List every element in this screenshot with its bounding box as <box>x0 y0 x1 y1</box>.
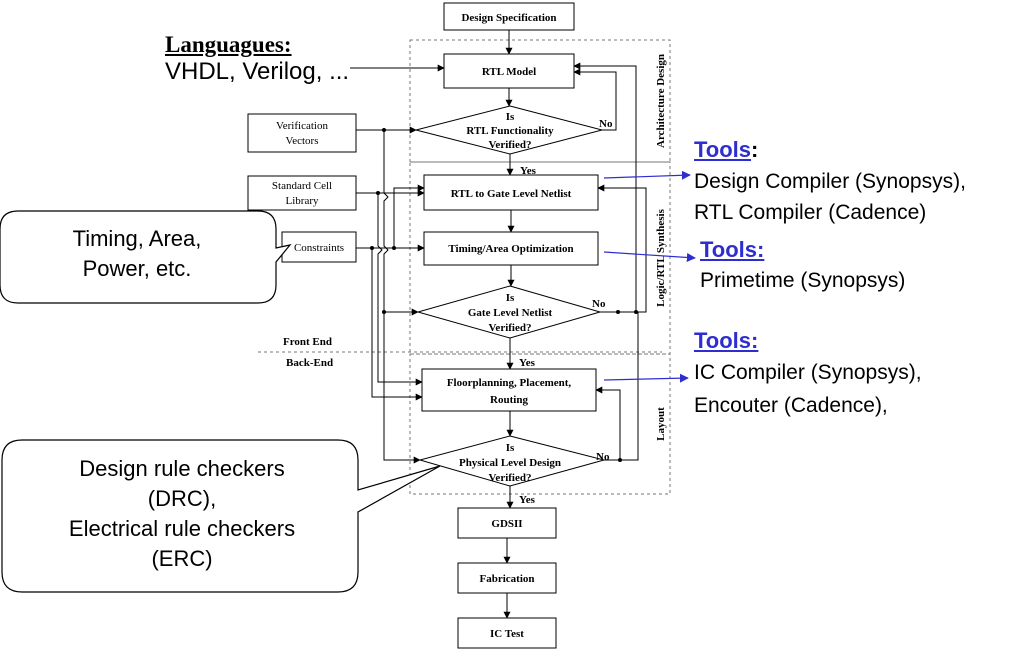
callout-line: Design rule checkers <box>79 456 285 481</box>
physical-no-loop-inner <box>595 386 621 461</box>
tools-arrow-timing <box>603 251 696 262</box>
no-label-physical: No <box>596 451 610 463</box>
vectors-bus <box>383 130 421 464</box>
no-label-rtl: No <box>599 118 613 130</box>
rtl-to-gate-label: RTL to Gate Level Netlist <box>451 188 572 200</box>
rtl-verified-line-1: Is <box>506 111 515 123</box>
tools-layout-title: Tools: <box>694 328 759 353</box>
tools-synthesis-item: RTL Compiler (Cadence) <box>694 201 927 224</box>
ic-test-label: IC Test <box>490 628 524 640</box>
callout-line: Timing, Area, <box>72 226 202 251</box>
languages-block: Languagues: VHDL, Verilog, ... <box>165 32 349 86</box>
callout-constraints-text: Timing, Area, Power, etc. <box>18 224 256 284</box>
tools-arrow-synthesis <box>603 170 691 180</box>
callout-checkers-text: Design rule checkers (DRC), Electrical r… <box>14 454 350 574</box>
front-end-label: Front End <box>283 336 332 348</box>
verification-vectors-line-1: Verification <box>276 120 328 132</box>
constraints-to-gate-box <box>393 184 425 248</box>
junction-dot <box>382 310 386 314</box>
gdsii-box <box>457 507 557 539</box>
tools-synthesis-title: Tools <box>694 137 752 162</box>
junction-dot <box>392 246 396 250</box>
tools-layout-item: IC Compiler (Synopsys), <box>694 361 922 384</box>
design-spec-box <box>443 2 575 31</box>
callout-line: Power, etc. <box>82 256 192 281</box>
verification-vectors-box <box>247 113 357 153</box>
tools-arrow-layout <box>603 373 689 383</box>
stage-label-layout: Layout <box>655 407 667 441</box>
standard-cell-line-1: Standard Cell <box>272 180 332 192</box>
gate-verified-line-2: Gate Level Netlist <box>468 307 553 319</box>
constraints-label: Constraints <box>294 242 344 254</box>
tools-synthesis-block: Tools: Design Compiler (Synopsys), RTL C… <box>694 136 966 228</box>
floorplanning-label-1: Floorplanning, Placement, <box>447 377 572 389</box>
rtl-model-label: RTL Model <box>482 66 536 78</box>
physical-verified-line-1: Is <box>506 442 515 454</box>
constraints-box <box>281 231 357 263</box>
rtl-verified-line-2: RTL Functionality <box>466 125 554 137</box>
callout-line: (ERC) <box>151 546 213 571</box>
stage-label-architecture: Architecture Design <box>655 54 667 148</box>
junction-dot <box>376 191 380 195</box>
timing-area-label: Timing/Area Optimization <box>448 243 573 255</box>
yes-label-physical: Yes <box>519 494 536 506</box>
callout-constraints-bubble <box>0 210 292 304</box>
gate-no-loop-inner <box>597 184 647 313</box>
gdsii-label: GDSII <box>491 518 522 530</box>
callout-line: Electrical rule checkers <box>68 516 296 541</box>
rtl-verified-line-3: Verified? <box>489 139 532 151</box>
languages-title: Languagues: <box>165 32 292 57</box>
callout-line: (DRC), <box>147 486 217 511</box>
junction-dot <box>370 246 374 250</box>
stage-label-logic: Logic/RTL Synthesis <box>655 208 667 306</box>
timing-area-box <box>423 231 599 266</box>
architecture-design-frame <box>409 39 671 163</box>
gate-verified-line-1: Is <box>506 292 515 304</box>
standard-cell-line-2: Library <box>286 195 319 207</box>
junction-dot <box>616 310 620 314</box>
fabrication-box <box>457 562 557 594</box>
tools-timing-block: Tools: Primetime (Synopsys) <box>700 236 905 298</box>
layout-frame <box>409 353 671 495</box>
tools-synthesis-item: Design Compiler (Synopsys), <box>694 170 966 193</box>
rtl-model-box <box>443 53 575 89</box>
floorplanning-label-2: Routing <box>490 394 528 406</box>
callout-checkers-bubble <box>1 439 441 593</box>
physical-verified-line-2: Physical Level Design <box>459 457 561 469</box>
back-end-label: Back-End <box>286 357 333 369</box>
junction-dot <box>634 310 638 314</box>
yes-label-rtl: Yes <box>520 165 537 177</box>
ic-test-box <box>457 617 557 649</box>
physical-verified-line-3: Verified? <box>489 472 532 484</box>
fabrication-label: Fabrication <box>480 573 535 585</box>
verification-vectors-line-2: Vectors <box>286 135 319 147</box>
design-spec-label: Design Specification <box>461 12 556 24</box>
logic-synthesis-frame <box>409 161 671 355</box>
languages-list: VHDL, Verilog, ... <box>165 58 350 85</box>
constraints-bus <box>371 248 423 401</box>
physical-no-loop-outer <box>620 312 639 461</box>
floorplanning-box <box>421 368 597 412</box>
junction-dot <box>382 128 386 132</box>
tools-timing-item: Primetime (Synopsys) <box>700 269 906 292</box>
junction-dot <box>618 458 622 462</box>
standard-cell-box <box>247 175 357 211</box>
gate-verified-line-3: Verified? <box>489 322 532 334</box>
library-bus <box>377 193 423 386</box>
tools-layout-item: Encouter (Cadence), <box>694 394 888 417</box>
no-label-gate: No <box>592 298 606 310</box>
tools-timing-title: Tools: <box>700 237 765 262</box>
yes-label-gate: Yes <box>519 357 536 369</box>
rtl-no-loop <box>573 68 617 131</box>
tools-layout-block: Tools: IC Compiler (Synopsys), Encouter … <box>694 326 922 422</box>
tools-synthesis-colon: : <box>751 137 759 162</box>
